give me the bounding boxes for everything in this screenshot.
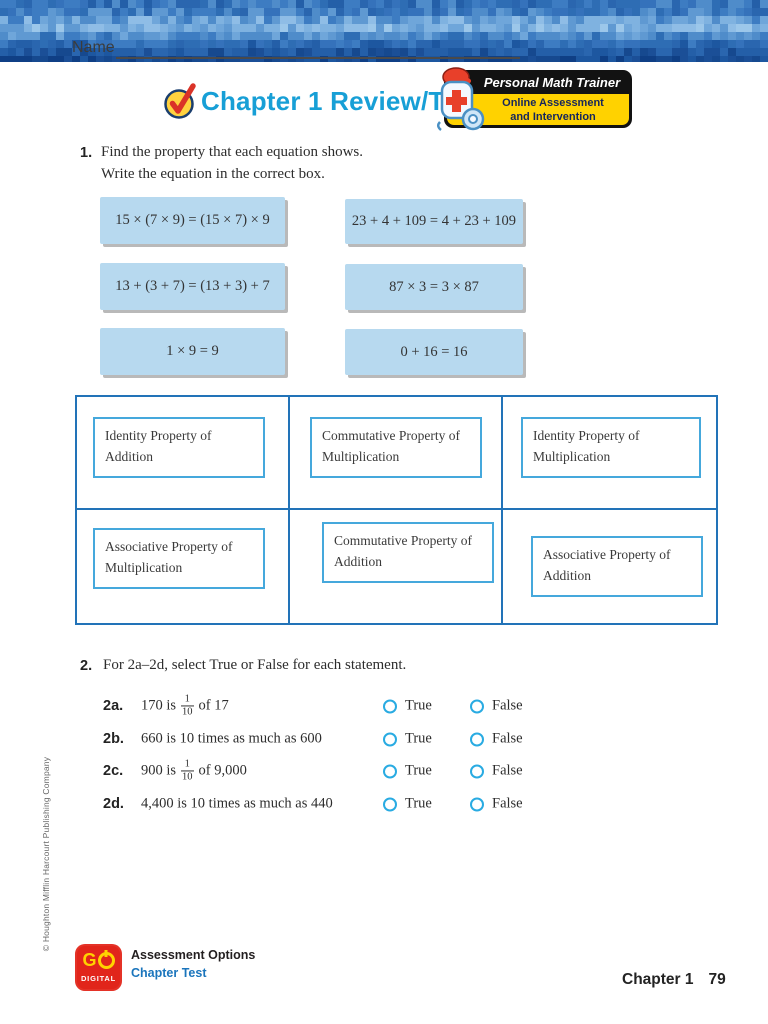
statement-id: 2b.: [103, 731, 124, 747]
radio-true-2b[interactable]: [383, 732, 397, 746]
statement-row-2a: 2a. 170 is 1 10 of 17 True False: [0, 688, 768, 724]
property-label-box: Commutative Property of Addition: [322, 522, 494, 583]
true-label: True: [405, 697, 432, 714]
answer-cell[interactable]: Commutative Property of Multiplication: [290, 397, 503, 510]
false-label: False: [492, 697, 523, 714]
radio-true-2d[interactable]: [383, 797, 397, 811]
statement-text: 4,400 is 10 times as much as 440: [141, 795, 333, 812]
statement-text: 900 is 1 10 of 9,000: [141, 758, 247, 783]
equation-tile[interactable]: 87 × 3 = 3 × 87: [345, 264, 523, 310]
chapter-label: Chapter 1: [622, 971, 694, 988]
true-label: True: [405, 762, 432, 779]
property-label-box: Identity Property of Addition: [93, 417, 265, 478]
false-label: False: [492, 762, 523, 779]
equation-tile[interactable]: 13 + (3 + 7) = (13 + 3) + 7: [100, 263, 285, 310]
radio-true-2a[interactable]: [383, 699, 397, 713]
copyright-sidebar-text: © Houghton Mifflin Harcourt Publishing C…: [41, 756, 51, 952]
math-trainer-mascot-icon: [432, 62, 486, 139]
go-digital-logo: G DIGITAL: [75, 944, 122, 991]
page-number: 79: [708, 971, 726, 988]
answer-cell[interactable]: Commutative Property of Addition: [290, 510, 503, 623]
question1-number: 1.: [80, 145, 93, 161]
property-label-box: Identity Property of Multiplication: [521, 417, 701, 478]
property-label-box: Associative Property of Addition: [531, 536, 703, 597]
property-label-box: Associative Property of Multiplication: [93, 528, 265, 589]
answer-cell[interactable]: Associative Property of Multiplication: [77, 510, 290, 623]
name-label: Name: [72, 39, 115, 56]
equation-tile[interactable]: 0 + 16 = 16: [345, 329, 523, 375]
true-label: True: [405, 795, 432, 812]
radio-false-2a[interactable]: [470, 699, 484, 713]
power-button-icon: [97, 952, 115, 969]
digital-label: DIGITAL: [80, 974, 117, 983]
statement-row-2b: 2b. 660 is 10 times as much as 600 True …: [0, 727, 768, 751]
page-footer: Chapter 1 79: [622, 971, 726, 989]
statement-text: 170 is 1 10 of 17: [141, 693, 229, 718]
answer-cell[interactable]: Associative Property of Addition: [503, 510, 716, 623]
radio-true-2c[interactable]: [383, 764, 397, 778]
true-label: True: [405, 730, 432, 747]
badge-title: Personal Math Trainer: [483, 75, 621, 90]
false-label: False: [492, 730, 523, 747]
question1-prompt-line1: Find the property that each equation sho…: [101, 144, 364, 160]
statement-id: 2c.: [103, 763, 124, 779]
radio-false-2d[interactable]: [470, 797, 484, 811]
equation-tile[interactable]: 1 × 9 = 9: [100, 328, 285, 375]
question2-number: 2.: [80, 658, 93, 674]
statement-row-2c: 2c. 900 is 1 10 of 9,000 True False: [0, 753, 768, 789]
header-mosaic-band: [0, 0, 768, 62]
badge-line2: and Intervention: [510, 111, 596, 124]
badge-line1: Online Assessment: [502, 97, 604, 109]
fraction: 1 10: [181, 758, 194, 783]
question1-prompt-line2: Write the equation in the correct box.: [101, 166, 325, 182]
answer-cell[interactable]: Identity Property of Addition: [77, 397, 290, 510]
assessment-options-label: Assessment Options: [131, 948, 256, 962]
property-answer-table: Identity Property of Addition Commutativ…: [75, 395, 718, 625]
go-logo-text: G: [75, 947, 122, 974]
checkmark-icon: [163, 80, 199, 125]
personal-math-trainer-badge: Personal Math Trainer Online Assessment …: [437, 67, 632, 131]
statement-id: 2d.: [103, 796, 124, 812]
statement-text: 660 is 10 times as much as 600: [141, 730, 322, 747]
question2-prompt: For 2a–2d, select True or False for each…: [103, 657, 407, 673]
radio-false-2c[interactable]: [470, 764, 484, 778]
equation-tile[interactable]: 23 + 4 + 109 = 4 + 23 + 109: [345, 199, 523, 244]
answer-cell[interactable]: Identity Property of Multiplication: [503, 397, 716, 510]
name-input-line[interactable]: [116, 40, 520, 59]
false-label: False: [492, 795, 523, 812]
equation-tile[interactable]: 15 × (7 × 9) = (15 × 7) × 9: [100, 197, 285, 244]
property-label-box: Commutative Property of Multiplication: [310, 417, 482, 478]
chapter-test-link[interactable]: Chapter Test: [131, 966, 207, 980]
statement-id: 2a.: [103, 698, 124, 714]
fraction: 1 10: [181, 693, 194, 718]
statement-row-2d: 2d. 4,400 is 10 times as much as 440 Tru…: [0, 792, 768, 816]
radio-false-2b[interactable]: [470, 732, 484, 746]
page-title: Chapter 1 Review/Test: [201, 86, 481, 116]
